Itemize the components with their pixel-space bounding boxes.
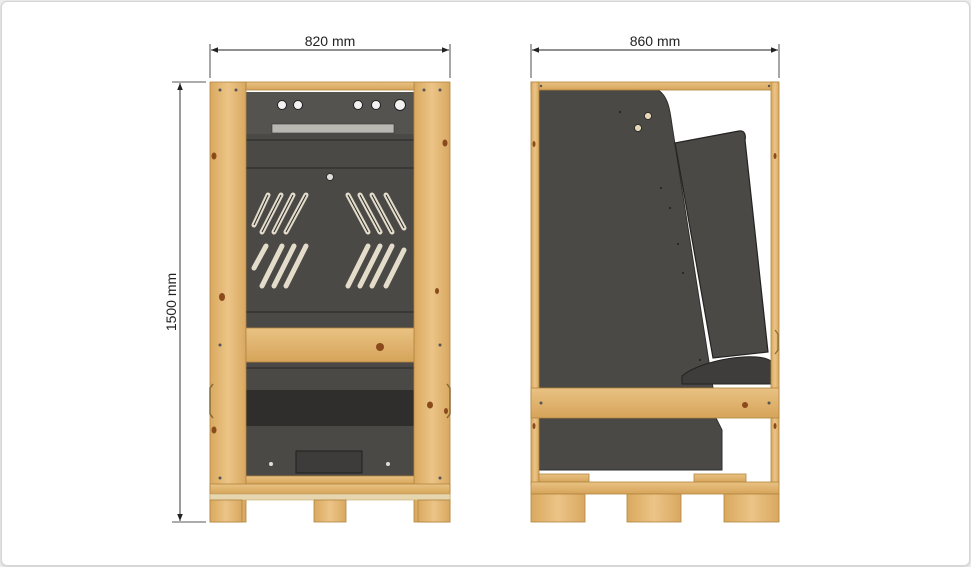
vent-hole [293,100,303,110]
side-pallet-top [530,481,780,495]
pallet-block [313,499,347,523]
side-top-board [530,81,779,91]
bottom-board [245,475,415,485]
vent-hole [277,100,287,110]
ash-door [295,450,363,474]
stove-door-panel [674,130,769,359]
side-depth-label: 860 mm [630,33,681,49]
knob-icon [326,173,334,181]
side-bottom-board [538,473,590,483]
vent-hole [394,99,406,111]
side-crossbar [530,387,780,419]
height-label: 1500 mm [163,273,179,331]
dimension-width-front: 820 mm [209,33,451,78]
stove-side-base [538,417,723,471]
left-post [209,81,247,523]
front-view [209,81,451,523]
side-bottom-board [693,473,747,483]
handle-bar [271,123,395,134]
vent-hole [371,100,381,110]
dimension-depth-side: 860 mm [530,33,780,78]
side-pallet-block [723,493,780,523]
wood-knots [211,139,448,434]
front-width-label: 820 mm [305,33,356,49]
top-board [245,81,415,91]
right-post [413,81,451,523]
pallet-block [417,499,451,523]
vent-hole [353,100,363,110]
pallet-top [209,483,451,495]
stove-side-body [538,89,714,389]
dimension-height: 1500 mm [163,81,206,523]
side-view [530,81,780,523]
pallet-block [209,499,243,523]
side-pallet-block [530,493,586,523]
pallet-board [209,493,451,501]
drawer-dark [246,390,414,426]
side-pallet-block [626,493,682,523]
middle-crossbar [245,327,415,363]
